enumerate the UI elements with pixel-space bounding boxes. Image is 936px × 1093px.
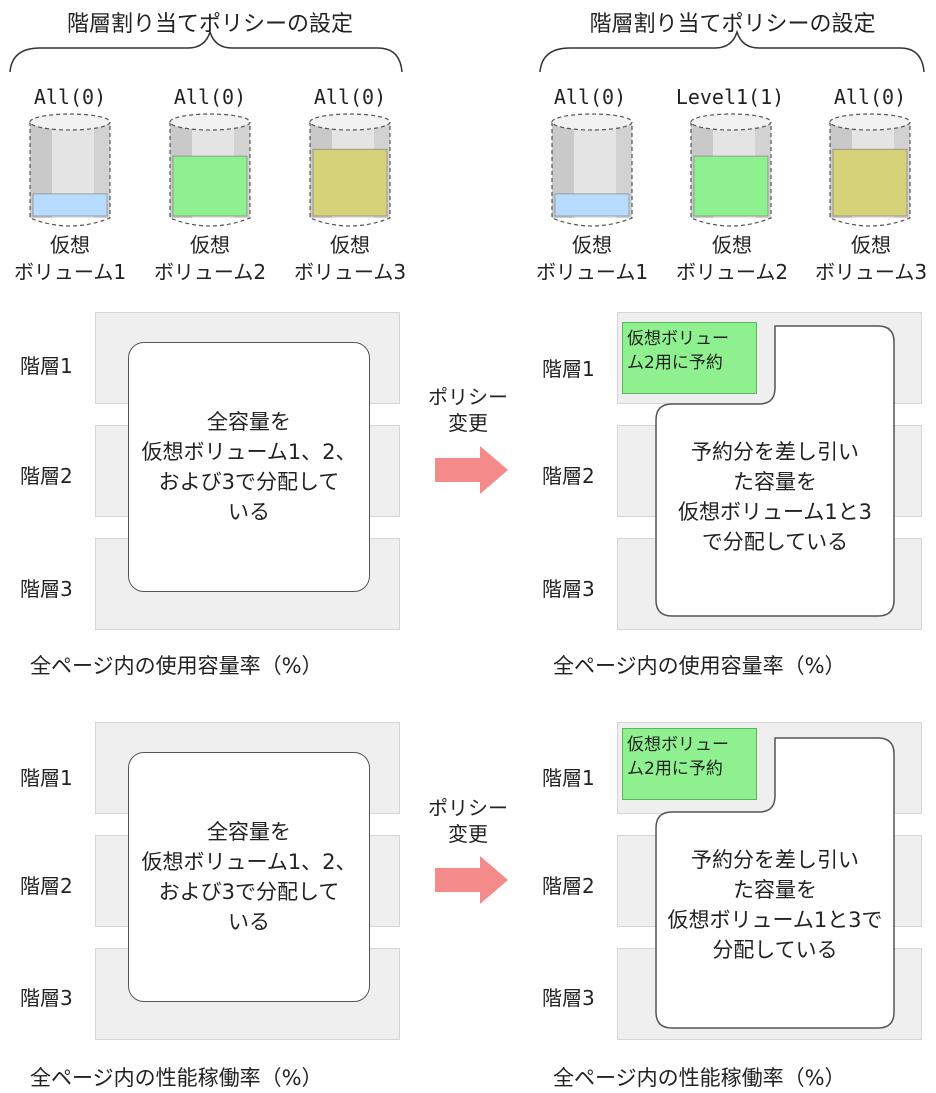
policy-change-arrow [435, 856, 508, 904]
right-allocation-text-2: 予約分を差し引い た容量を 仮想ボリューム1と3で 分配している [667, 848, 883, 962]
left-usage-caption: 全ページ内の使用容量率（%） [30, 654, 323, 678]
left-policy-title: 階層割り当てポリシーの設定 [66, 12, 353, 37]
volume2-reservation-1: 仮想ボリューム2用に予約 [622, 322, 757, 394]
right-tier1-label: 階層1 [542, 357, 595, 381]
left-volume1-policy: All(0) [33, 85, 107, 109]
right-volume3-policy: All(0) [833, 85, 907, 109]
left-tier1-label: 階層1 [20, 354, 73, 378]
right-tier3-label: 階層3 [542, 577, 595, 601]
left-volume2-name: 仮想ボリューム2 [153, 233, 267, 284]
right-tier1-label-2: 階層1 [542, 766, 595, 790]
right-allocation-text-1: 予約分を差し引い た容量を 仮想ボリューム1と3 で分配している [677, 440, 873, 554]
left-performance-caption: 全ページ内の性能稼働率（%） [30, 1066, 323, 1090]
right-tier2-label-2: 階層2 [542, 874, 595, 898]
volume-cylinder [169, 113, 251, 227]
policy-change-label-1: ポリシー変更 [428, 385, 508, 435]
right-brace [539, 29, 925, 73]
volume-cylinder [29, 113, 111, 227]
right-performance-caption: 全ページ内の性能稼働率（%） [553, 1066, 846, 1090]
right-volume2-policy: Level1(1) [675, 85, 785, 109]
left-tier3-label-2: 階層3 [20, 986, 73, 1010]
left-tier2-label: 階層2 [20, 464, 73, 488]
left-volume1-name: 仮想ボリューム1 [13, 233, 127, 284]
left-brace [9, 29, 403, 73]
right-volume2-name: 仮想ボリューム2 [675, 233, 789, 284]
policy-change-label-2: ポリシー変更 [428, 796, 508, 846]
right-usage-caption: 全ページ内の使用容量率（%） [553, 654, 846, 678]
volume-cylinder [309, 113, 391, 227]
left-allocation-box-2: 全容量を 仮想ボリューム1、2、 および3で分配して いる [128, 752, 370, 1002]
volume-cylinder [829, 113, 911, 227]
left-allocation-box: 全容量を 仮想ボリューム1、2、 および3で分配して いる [128, 342, 370, 592]
right-tier2-label: 階層2 [542, 464, 595, 488]
left-tier2-label-2: 階層2 [20, 874, 73, 898]
left-volume3-policy: All(0) [313, 85, 387, 109]
left-tier1-label-2: 階層1 [20, 766, 73, 790]
right-policy-title: 階層割り当てポリシーの設定 [589, 12, 876, 37]
policy-change-arrow [435, 446, 508, 494]
right-volume3-name: 仮想ボリューム3 [814, 233, 928, 284]
right-tier3-label-2: 階層3 [542, 986, 595, 1010]
left-tier3-label: 階層3 [20, 577, 73, 601]
left-volume2-policy: All(0) [173, 85, 247, 109]
left-volume3-name: 仮想ボリューム3 [293, 233, 407, 284]
volume2-reservation-2: 仮想ボリューム2用に予約 [622, 728, 757, 800]
volume-cylinder [690, 113, 772, 227]
volume-cylinder [551, 113, 633, 227]
right-volume1-policy: All(0) [553, 85, 627, 109]
right-volume1-name: 仮想ボリューム1 [535, 233, 649, 284]
